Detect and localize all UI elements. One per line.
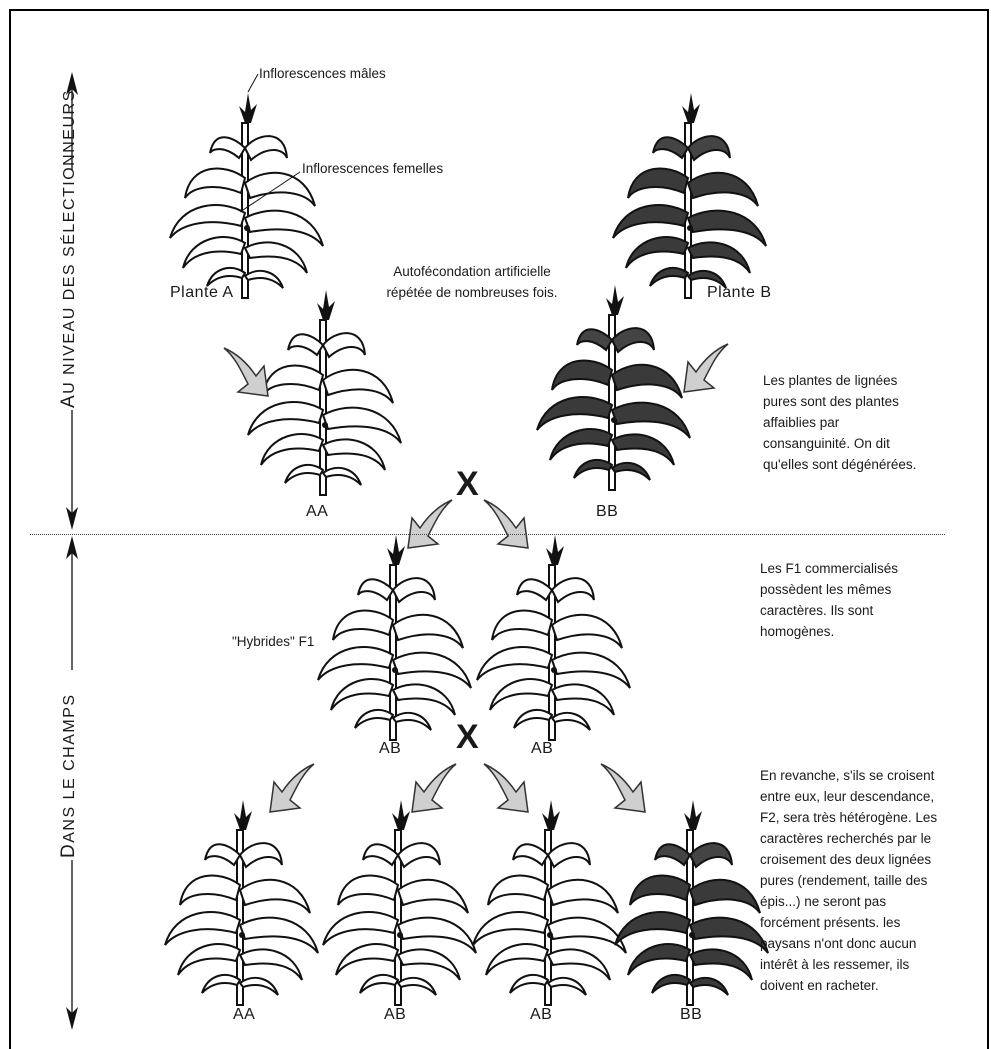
plant-b-label: Plante B (707, 284, 772, 301)
note-f2-heterogene: En revanche, s'ils se croisent entre eux… (760, 768, 938, 993)
plant-f1-left-illustration (317, 534, 472, 741)
arrow-cross-right (483, 499, 529, 549)
side-label-top: AU NIVEAU DES SÉLECTIONNEURS (58, 89, 79, 408)
section-divider (30, 534, 945, 535)
arrow-f2-2 (411, 763, 457, 813)
f1-left-label: AB (379, 740, 402, 757)
f1-right-label: AB (531, 740, 554, 757)
plant-aa-illustration (247, 289, 402, 496)
plant-f1-right-illustration (476, 534, 631, 741)
side-label-bottom: DANS LE CHAMPS (58, 693, 79, 858)
arrow-a-to-aa (223, 347, 269, 397)
arrow-cross-left (407, 499, 453, 549)
hybrides-f1-label: "Hybrides" F1 (232, 634, 315, 649)
diagram-frame (9, 9, 989, 1049)
bb-label: BB (596, 503, 619, 520)
f2-ab2-label: AB (530, 1006, 553, 1023)
side-arrow-top (66, 72, 78, 530)
plant-f2-ab1-illustration (322, 799, 477, 1006)
arrow-f2-3 (483, 763, 529, 813)
female-pointer (239, 171, 301, 213)
plant-a-illustration (169, 92, 324, 299)
male-inflorescence-label: Inflorescences mâles (259, 66, 386, 81)
f2-aa-label: AA (233, 1006, 256, 1023)
note-f1-homogenes: Les F1 commercialisés possèdent les même… (760, 561, 899, 639)
side-arrow-bottom (66, 536, 78, 1030)
cross-symbol-2: X (456, 718, 479, 756)
male-pointer (247, 73, 259, 93)
female-inflorescence-label: Inflorescences femelles (302, 161, 444, 176)
arrow-f2-4 (600, 763, 646, 813)
plant-bb-illustration (536, 284, 691, 491)
plant-b-illustration (612, 92, 767, 299)
plant-f2-bb-illustration (614, 799, 769, 1006)
note-lignees-pures: Les plantes de lignées pures sont des pl… (763, 373, 917, 472)
cross-symbol-1: X (456, 465, 479, 503)
arrow-f2-1 (269, 763, 315, 813)
arrow-b-to-bb (683, 343, 729, 393)
plant-f2-aa-illustration (164, 799, 319, 1006)
f2-ab1-label: AB (384, 1006, 407, 1023)
plant-a-label: Plante A (170, 284, 234, 301)
autofecondation-text: Autofécondation artificielle répétée de … (386, 264, 558, 300)
f2-bb-label: BB (680, 1006, 703, 1023)
aa-label: AA (306, 503, 329, 520)
plant-f2-ab2-illustration (472, 799, 627, 1006)
